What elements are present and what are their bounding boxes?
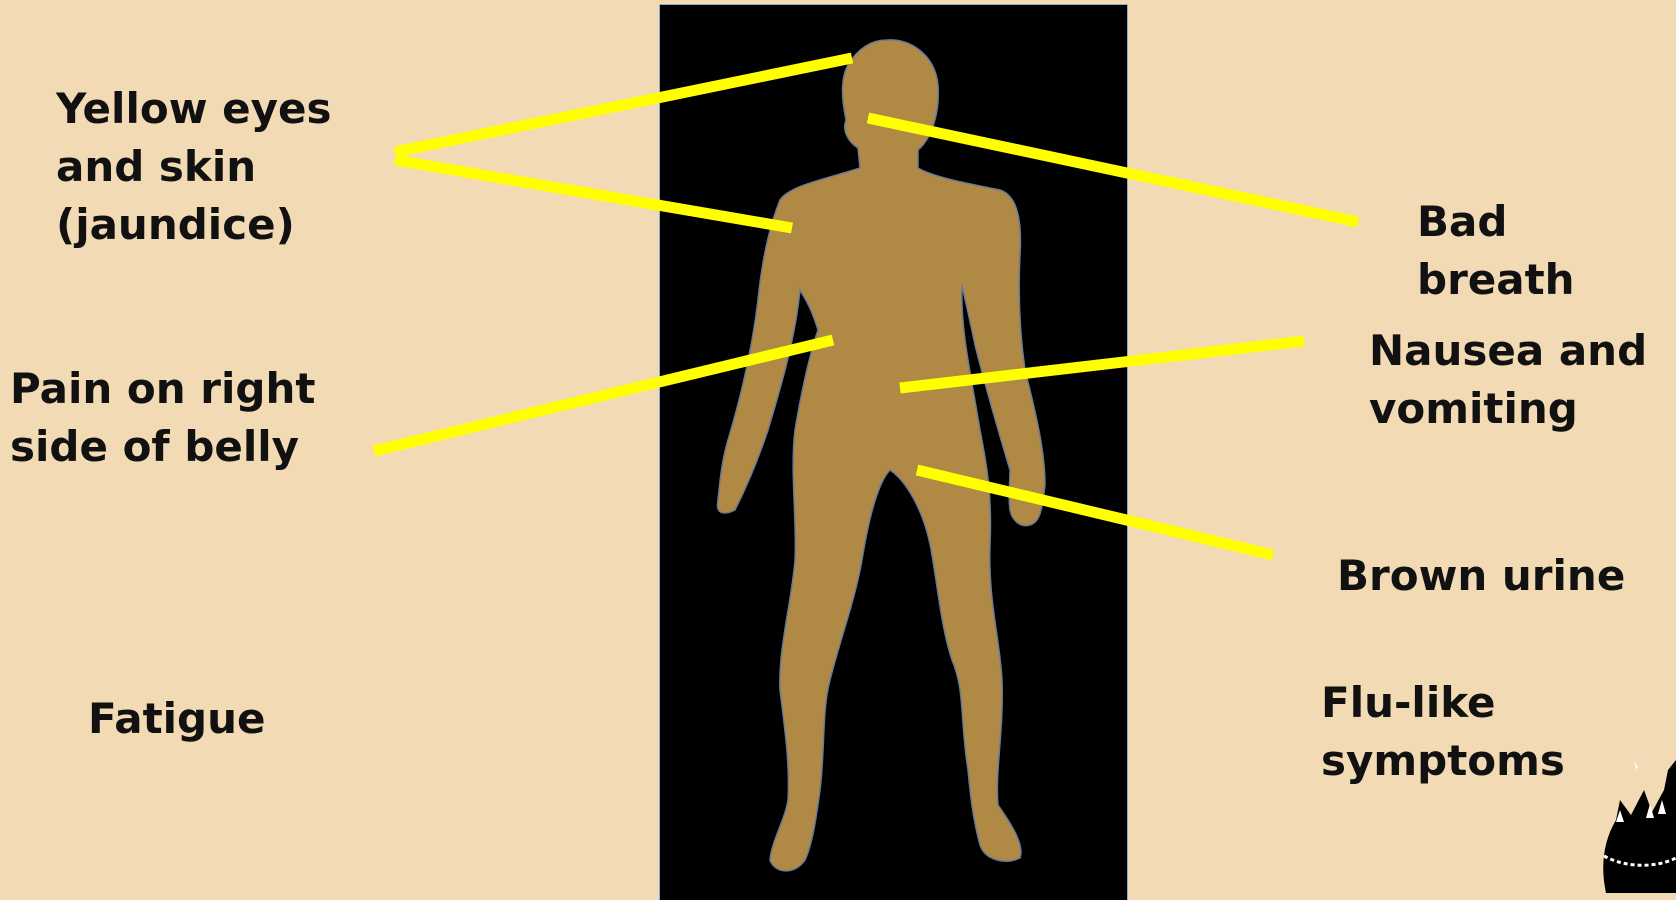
label-nausea: Nausea and vomiting — [1369, 322, 1647, 438]
cartoon-cat-logo-icon — [1596, 760, 1676, 893]
label-bad-breath: Bad breath — [1417, 193, 1676, 309]
label-flu-like: Flu-like symptoms — [1321, 674, 1565, 790]
pointer-yellow-eyes-to-head — [395, 58, 852, 152]
label-belly-pain: Pain on right side of belly — [10, 360, 315, 476]
human-silhouette — [717, 40, 1045, 871]
label-brown-urine: Brown urine — [1337, 547, 1625, 605]
body-silhouette — [717, 40, 1045, 871]
label-fatigue: Fatigue — [88, 690, 266, 748]
pointer-yellow-eyes-to-shoulder — [395, 160, 792, 228]
label-yellow-eyes: Yellow eyes and skin (jaundice) — [56, 80, 331, 254]
